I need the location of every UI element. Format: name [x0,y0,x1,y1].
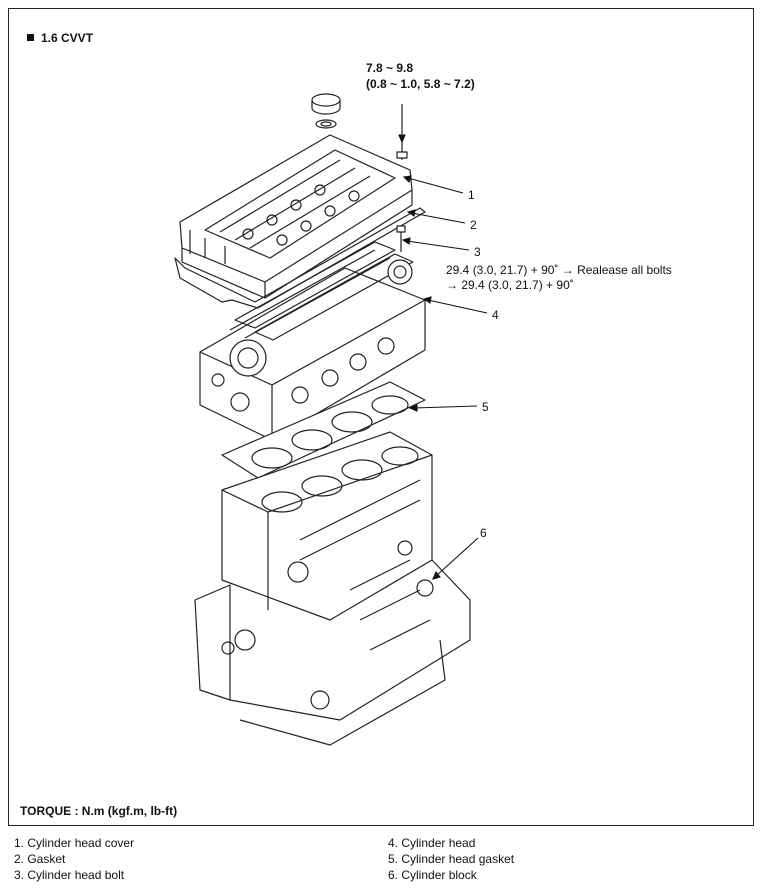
callout-5: 5 [482,400,489,414]
legend-item: 6. Cylinder block [388,868,477,882]
torque-unit-label: TORQUE : N.m (kgf.m, lb-ft) [20,804,178,818]
head-gasket-icon [221,381,426,479]
oil-filler-cap-icon [311,93,341,129]
legend-item: 5. Cylinder head gasket [388,852,515,866]
legend-right: 4. Cylinder head 5. Cylinder head gasket… [388,835,514,883]
legend-item: 2. Gasket [14,852,66,866]
callout-2: 2 [470,218,477,232]
legend-left: 1. Cylinder head cover 2. Gasket 3. Cyli… [14,835,134,883]
leader-lines [398,104,488,580]
legend-item: 4. Cylinder head [388,836,476,850]
bullet-square-icon [27,34,34,41]
diagram-title: 1.6 CVVT [27,31,93,45]
callout-1: 1 [468,188,475,202]
head-bolt-icon [396,225,406,252]
callout-4: 4 [492,308,499,322]
cylinder-head-icon [199,241,426,441]
cylinder-block-icon [194,431,471,746]
legend-item: 1. Cylinder head cover [14,836,135,850]
torque-spec-line-2: (0.8 ~ 1.0, 5.8 ~ 7.2) [366,77,475,91]
torque-spec-head-bolt: 29.4 (3.0, 21.7) + 90˚ → Realease all bo… [446,263,672,293]
title-text: 1.6 CVVT [41,31,94,45]
torque-spec-line-1: 29.4 (3.0, 21.7) + 90˚ → Realease all bo… [446,263,672,277]
legend-item: 3. Cylinder head bolt [14,868,125,882]
torque-spec-cover-bolt: 7.8 ~ 9.8 (0.8 ~ 1.0, 5.8 ~ 7.2) [366,60,475,92]
callout-6: 6 [480,526,487,540]
torque-spec-line-2: → 29.4 (3.0, 21.7) + 90˚ [446,278,574,292]
callout-3: 3 [474,245,481,259]
cylinder-head-cover-icon [179,134,413,299]
diagram-frame [8,8,754,826]
torque-spec-line-1: 7.8 ~ 9.8 [366,61,414,75]
